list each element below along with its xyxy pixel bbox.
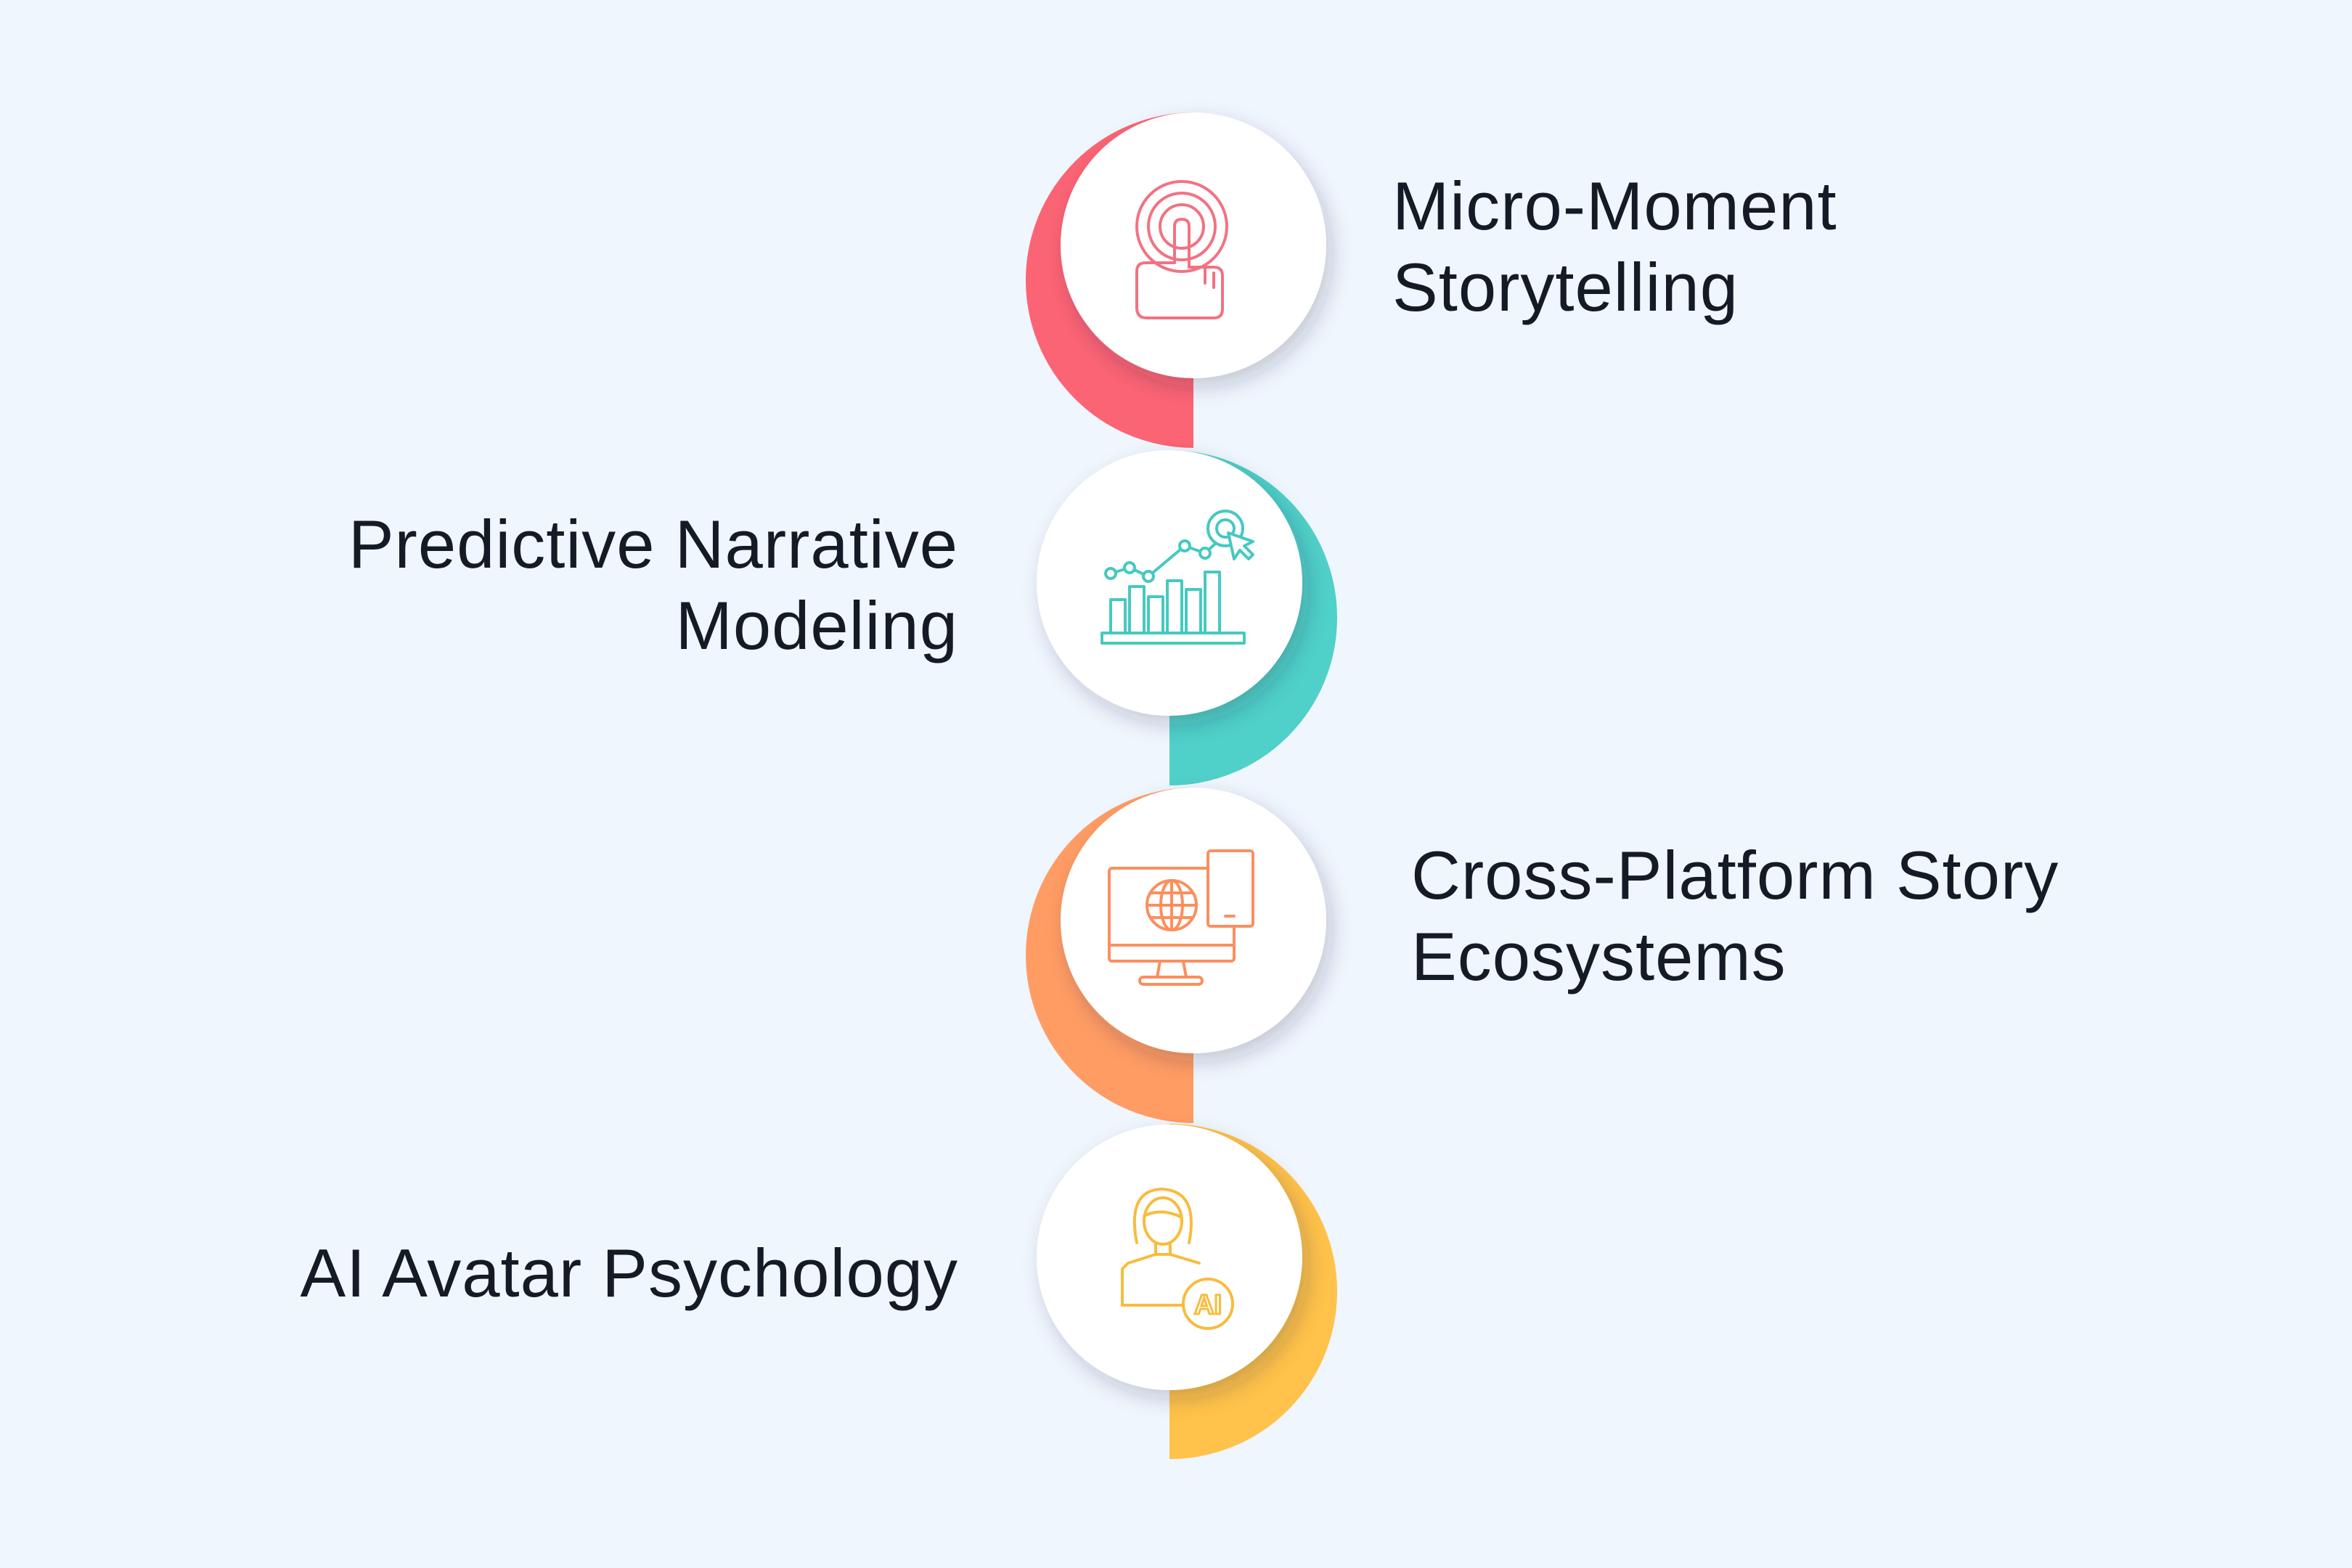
step-1-label: Micro-Moment Storytelling <box>1392 166 1837 328</box>
step-2-label-line-2: Modeling <box>675 587 958 663</box>
analytics-chart-icon <box>1101 510 1254 645</box>
step-4-label: AI Avatar Psychology <box>300 1233 958 1314</box>
step-2-label: Predictive Narrative Modeling <box>348 504 958 666</box>
step-2-circle <box>1037 450 1302 716</box>
step-3-circle <box>1061 788 1326 1053</box>
step-2-label-line-1: Predictive Narrative <box>348 506 958 582</box>
ai-avatar-icon <box>1121 1188 1234 1330</box>
touch-target-icon <box>1135 180 1228 319</box>
step-1-label-line-1: Micro-Moment <box>1392 168 1837 244</box>
step-3-label-line-2: Ecosystems <box>1411 918 1787 995</box>
step-3-label: Cross-Platform Story Ecosystems <box>1411 835 2059 997</box>
ai-badge-text: AI <box>1194 1290 1222 1320</box>
step-4-circle <box>1037 1124 1302 1390</box>
step-4-label-line-1: AI Avatar Psychology <box>300 1235 958 1311</box>
devices-globe-icon <box>1108 849 1254 986</box>
step-1-label-line-2: Storytelling <box>1392 249 1739 325</box>
step-3-label-line-1: Cross-Platform Story <box>1411 837 2059 913</box>
